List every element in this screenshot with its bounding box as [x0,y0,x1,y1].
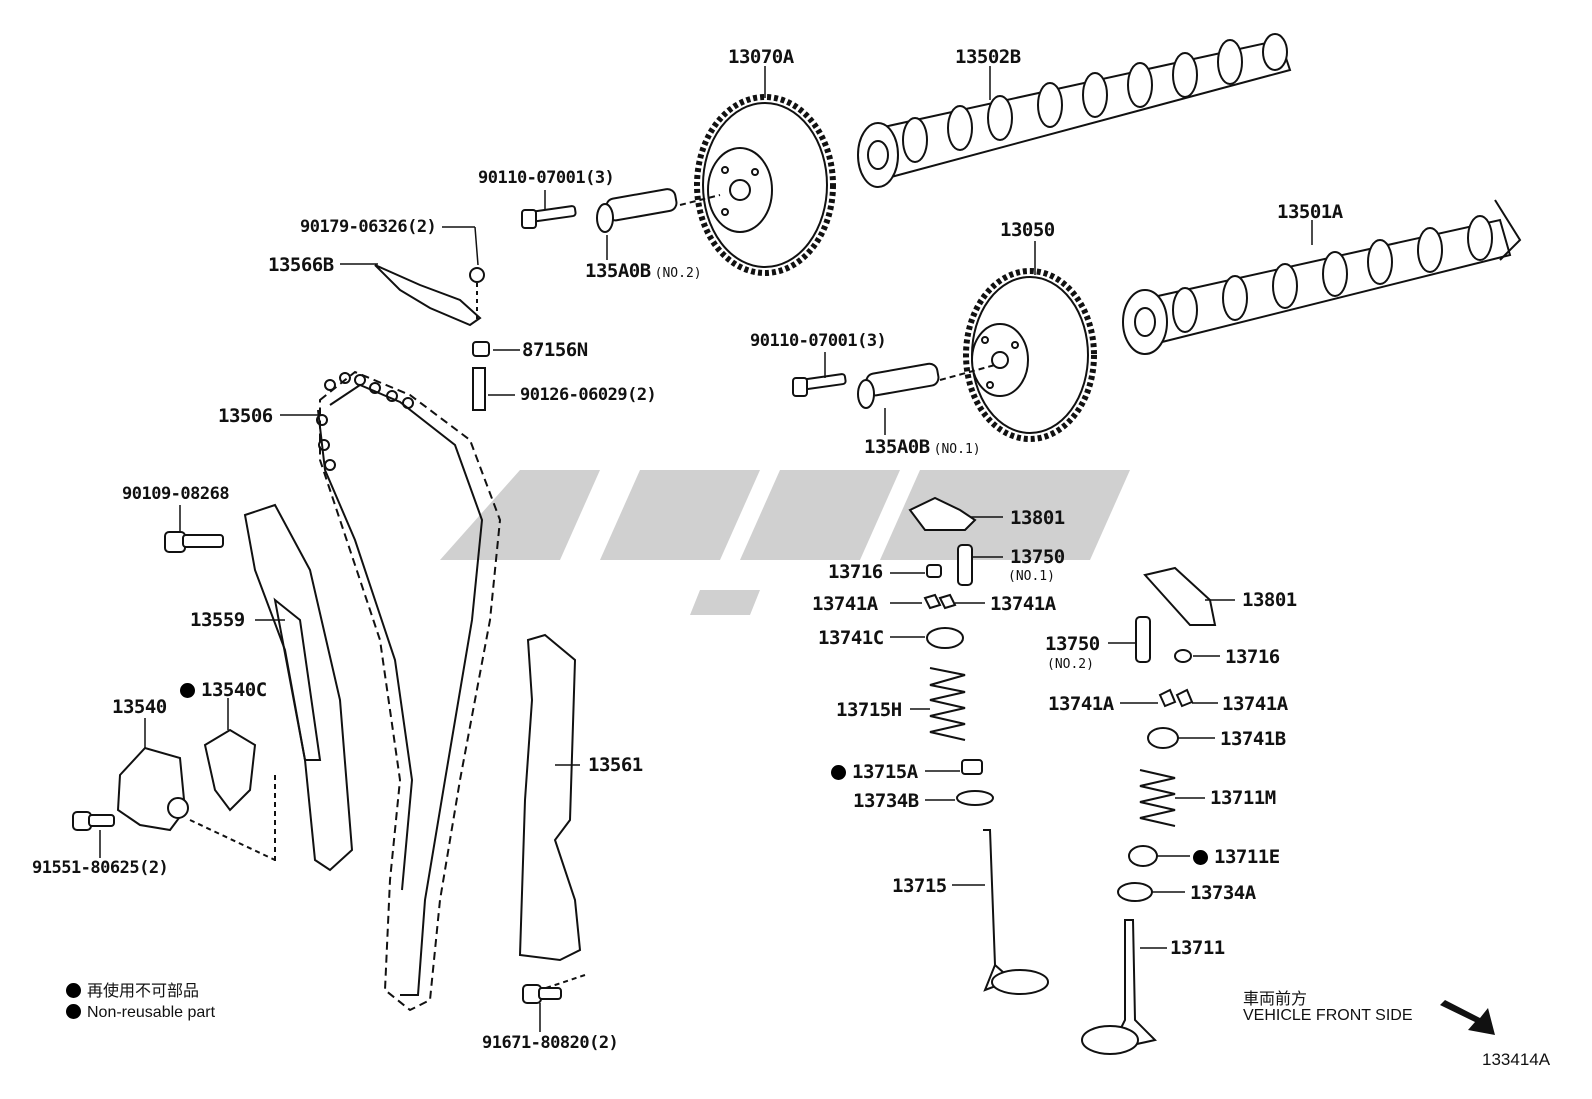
camshaft-timing-gear-lower [963,268,1097,442]
label-87156N: 87156N [522,339,588,361]
legend-en: Non-reusable part [66,1004,215,1022]
label-13715: 13715 [892,875,947,897]
label-90126: 90126-06029(2) [520,385,657,405]
label-13715A: 13715A [831,761,918,783]
timing-chain [316,370,502,1012]
label-13750-no2-sub: (NO.2) [1047,657,1094,672]
label-13711: 13711 [1170,937,1225,959]
legend-dot-icon [66,1004,81,1019]
figure-id: 133414A [1482,1050,1551,1069]
label-13561: 13561 [588,754,643,776]
chain-guide-13561 [518,633,586,991]
label-13506: 13506 [218,405,273,427]
label-13716-right: 13716 [1225,646,1280,668]
label-91671: 91671-80820(2) [482,1033,619,1053]
label-13070A: 13070A [728,46,794,68]
label-13801-right: 13801 [1242,589,1297,611]
label-13716-left: 13716 [828,561,883,583]
label-13711M: 13711M [1210,787,1276,809]
label-13050: 13050 [1000,219,1055,241]
label-13741C: 13741C [818,627,884,649]
ocv-bolt-lower [792,362,996,409]
ocv-bolt-upper [521,188,721,233]
direction-en: VEHICLE FRONT SIDE [1243,1007,1413,1024]
label-91551: 91551-80625(2) [32,858,169,878]
valve-train-left [908,496,1049,995]
label-135A0B-no1-code: 135A0B [864,436,930,458]
bolt-91551 [72,811,115,831]
non-reusable-dot-icon [831,765,846,780]
label-13741B: 13741B [1220,728,1286,750]
front-direction-arrow [1440,1000,1495,1035]
label-13741A-1: 13741A [812,593,878,615]
label-13711E: 13711E [1193,846,1280,868]
label-13566B: 13566B [268,254,334,276]
label-13741A-3: 13741A [1048,693,1114,715]
label-13801-left: 13801 [1010,507,1065,529]
label-90110-lower: 90110-07001(3) [750,331,887,351]
non-reusable-dot-icon [1193,850,1208,865]
label-90109: 90109-08268 [122,484,230,504]
legend-dot-icon [66,983,81,998]
label-13734B: 13734B [853,790,919,812]
legend-jp: 再使用不可部品 [66,977,199,1001]
chain-tensioner [116,728,276,865]
bolt-90109 [164,531,224,553]
camshaft-timing-gear-upper [694,94,836,276]
label-90179: 90179-06326(2) [300,217,437,237]
leader-lines [99,66,1313,1032]
bolt-91671 [522,984,562,1004]
label-135A0B-no2-sub: (NO.2) [654,266,702,281]
label-135A0B-no2: 135A0B(NO.2) [585,260,702,282]
label-13540C-code: 13540C [201,679,267,701]
label-135A0B-no1: 135A0B(NO.1) [864,436,981,458]
label-13711E-code: 13711E [1214,846,1280,868]
label-13501A: 13501A [1277,201,1343,223]
valve-train-right [1081,566,1217,1055]
direction-jp: 車両前方 [1243,991,1308,1008]
label-13715H: 13715H [836,699,902,721]
intake-camshaft [1122,199,1522,355]
chain-slipper-13559 [243,503,354,872]
label-13750-no2: 13750 [1045,633,1100,655]
label-13734A: 13734A [1190,882,1256,904]
bracket-13566B [374,264,485,327]
watermark-logo [440,470,1130,615]
label-135A0B-no2-code: 135A0B [585,260,651,282]
legend-jp-text: 再使用不可部品 [87,983,200,1000]
label-13559: 13559 [190,609,245,631]
label-13741A-4: 13741A [1222,693,1288,715]
label-13540: 13540 [112,696,167,718]
label-13540C: 13540C [180,679,267,701]
exhaust-camshaft [857,33,1292,188]
label-90110-upper: 90110-07001(3) [478,168,615,188]
label-13741A-2: 13741A [990,593,1056,615]
label-13715A-code: 13715A [852,761,918,783]
stud-and-collar [472,341,490,411]
label-13750-no1: 13750 [1010,546,1065,568]
label-135A0B-no1-sub: (NO.1) [933,442,981,457]
legend-en-text: Non-reusable part [87,1004,216,1021]
non-reusable-dot-icon [180,683,195,698]
label-13750-no1-sub: (NO.1) [1008,569,1055,584]
label-13502B: 13502B [955,46,1021,68]
